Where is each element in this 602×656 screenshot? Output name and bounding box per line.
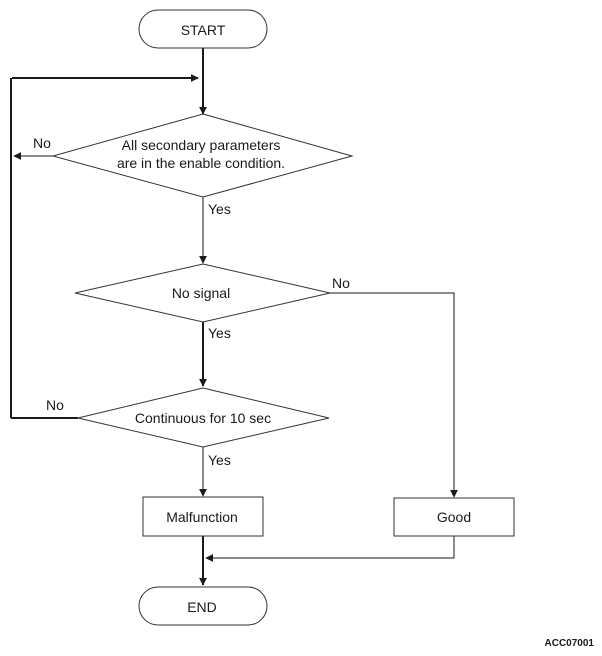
decision-secondary-parameters: All secondary parameters are in the enab… [51, 113, 354, 198]
edge-signal-no [330, 292, 458, 498]
start-label: START [181, 22, 226, 38]
decision-secondary-parameters-line1: All secondary parameters [122, 137, 281, 153]
edge-good-to-join [205, 536, 455, 562]
decision-continuous-label: Continuous for 10 sec [135, 410, 271, 426]
end-label: END [187, 599, 217, 615]
decision-continuous: Continuous for 10 sec [77, 387, 330, 448]
process-good: Good [393, 497, 515, 537]
decision-no-signal-label: No signal [172, 285, 230, 301]
label-continuous-yes: Yes [208, 452, 231, 468]
process-good-label: Good [437, 509, 471, 525]
figure-code: ACC07001 [545, 638, 595, 649]
label-continuous-no: No [46, 397, 64, 413]
start-terminal: START [138, 9, 268, 49]
label-signal-yes: Yes [208, 325, 231, 341]
label-params-no: No [33, 135, 51, 151]
process-malfunction-label: Malfunction [166, 509, 238, 525]
connectors [10, 48, 458, 586]
decision-secondary-parameters-line2: are in the enable condition. [117, 155, 285, 171]
decision-no-signal: No signal [74, 263, 331, 323]
label-signal-no: No [332, 275, 350, 291]
label-params-yes: Yes [208, 201, 231, 217]
end-terminal: END [138, 586, 268, 626]
process-malfunction: Malfunction [142, 496, 264, 537]
